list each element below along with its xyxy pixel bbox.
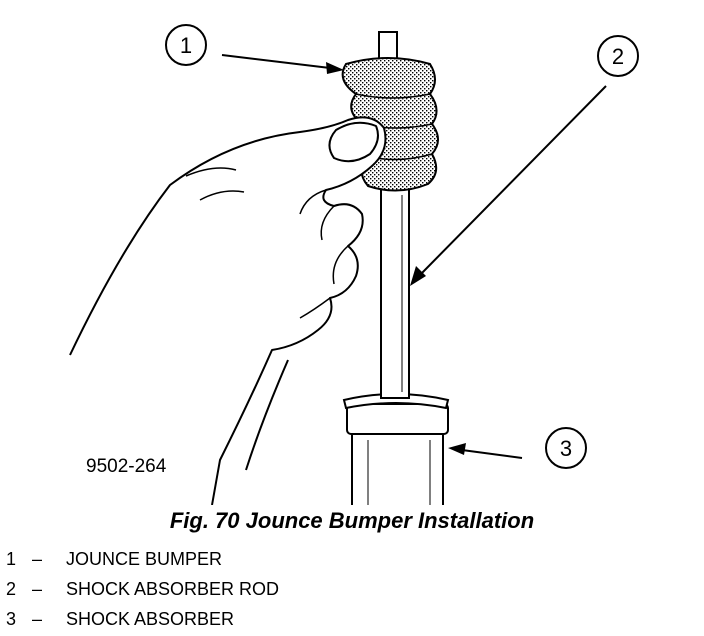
callout-2-circle	[597, 35, 639, 77]
callout-1-arrowhead	[326, 62, 344, 74]
callout-3: 3	[448, 427, 587, 469]
legend-number: 1	[6, 549, 17, 569]
legend-label: SHOCK ABSORBER	[66, 609, 235, 629]
legend-item: 1– JOUNCE BUMPER	[0, 544, 279, 574]
hand	[69, 116, 387, 505]
legend-label: SHOCK ABSORBER ROD	[66, 579, 280, 599]
shock-absorber-rod	[380, 187, 410, 399]
callout-3-circle	[545, 427, 587, 469]
figure-caption: Fig. 70 Jounce Bumper Installation	[169, 508, 535, 533]
shock-absorber	[342, 393, 450, 505]
legend: 1–JOUNCE BUMPER 2–SHOCK ABSORBER ROD 3–S…	[0, 544, 279, 634]
callout-3-arrowhead	[448, 443, 466, 455]
legend-label: JOUNCE BUMPER	[66, 549, 223, 569]
callout-3-number: 3	[560, 436, 572, 461]
legend-separator: –	[32, 579, 43, 599]
callout-2: 2	[410, 35, 639, 286]
callout-1: 1	[165, 24, 344, 74]
legend-separator: –	[32, 609, 43, 629]
legend-separator: –	[32, 549, 43, 569]
callout-2-arrowhead	[410, 266, 426, 286]
jounce-bumper-illustration: 1 2 3	[69, 24, 639, 505]
legend-item: 3– SHOCK ABSORBER	[0, 604, 279, 634]
legend-item: 2– SHOCK ABSORBER ROD	[0, 574, 279, 604]
callout-1-number: 1	[180, 33, 192, 58]
legend-number: 2	[6, 579, 17, 599]
figure-code: 9502-264	[86, 456, 167, 477]
callout-2-number: 2	[612, 44, 624, 69]
callout-1-circle	[165, 24, 207, 66]
legend-number: 3	[6, 609, 17, 629]
